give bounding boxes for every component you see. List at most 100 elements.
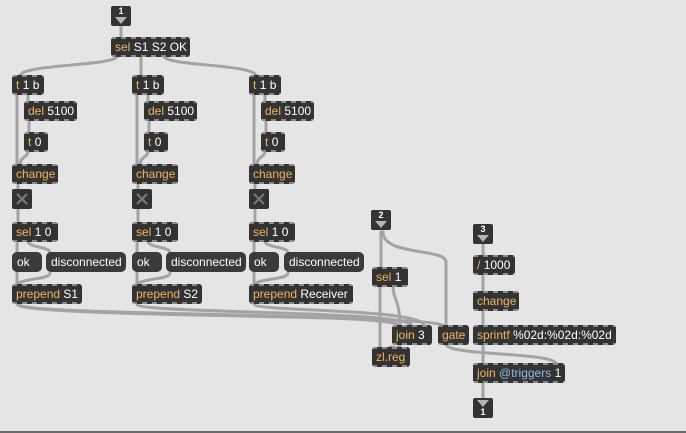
message-ok[interactable]: ok xyxy=(132,252,162,272)
object-class: sel xyxy=(253,225,269,239)
object-change[interactable]: change xyxy=(12,164,58,184)
object-t-0[interactable]: t 0 xyxy=(261,132,285,152)
object-sel-1-0[interactable]: sel 1 0 xyxy=(132,222,178,242)
object-del[interactable]: del 5100 xyxy=(144,101,197,121)
object-sel-1-0[interactable]: sel 1 0 xyxy=(12,222,58,242)
object-args: 5100 xyxy=(167,104,195,118)
object-args: S2 xyxy=(183,287,199,301)
object-del[interactable]: del 5100 xyxy=(24,101,77,121)
cord[interactable] xyxy=(135,271,172,287)
inlet-number: 3 xyxy=(480,224,486,234)
object-class: t xyxy=(16,78,20,92)
object-class: del xyxy=(28,104,45,118)
outlet-number: 1 xyxy=(480,407,486,417)
object-args: 1 xyxy=(394,270,402,284)
object-args: 1 b xyxy=(22,78,40,92)
inlet-number: 1 xyxy=(118,6,124,16)
object-sel-1-0[interactable]: sel 1 0 xyxy=(249,222,295,242)
inlet-3[interactable]: 3 xyxy=(473,224,493,244)
object-join-3[interactable]: join 3 xyxy=(392,325,432,345)
message-disconnected[interactable]: disconnected xyxy=(284,252,364,272)
cord[interactable] xyxy=(15,302,445,328)
object-attribute: @triggers xyxy=(499,366,552,380)
toggle-2[interactable] xyxy=(132,189,152,209)
cord[interactable] xyxy=(255,149,267,167)
object-class: sel xyxy=(115,40,131,54)
object-sprintf[interactable]: sprintf %02d:%02d:%02d xyxy=(473,325,616,345)
inlet-arrow-icon xyxy=(375,221,387,228)
object-t-0[interactable]: t 0 xyxy=(144,132,168,152)
object-args: %02d:%02d:%02d xyxy=(513,328,612,342)
cord[interactable] xyxy=(138,149,150,167)
object-class: gate xyxy=(442,328,466,342)
cord[interactable] xyxy=(162,54,258,78)
outlet-1[interactable]: 1 xyxy=(473,398,493,418)
object-args: 1 xyxy=(554,366,562,380)
object-t-1b[interactable]: t 1 b xyxy=(249,75,281,95)
object-class: sel xyxy=(16,225,32,239)
cord[interactable] xyxy=(18,54,119,78)
object-divide-1000[interactable]: / 1000 xyxy=(473,255,515,275)
message-disconnected[interactable]: disconnected xyxy=(46,252,126,272)
object-change[interactable]: change xyxy=(473,291,519,311)
object-change[interactable]: change xyxy=(132,164,178,184)
object-args: 0 xyxy=(271,135,279,149)
object-join-triggers[interactable]: join @triggers 1 xyxy=(473,363,565,383)
object-args: S1 S2 OK xyxy=(133,40,188,54)
cord[interactable] xyxy=(391,284,402,328)
object-args: 1 0 xyxy=(271,225,289,239)
object-args: 0 xyxy=(34,135,42,149)
object-class: sprintf xyxy=(477,328,510,342)
inlet-arrow-icon xyxy=(477,235,489,242)
object-t-0[interactable]: t 0 xyxy=(24,132,48,152)
object-sel-main[interactable]: sel S1 S2 OK xyxy=(111,37,190,57)
outlet-arrow-icon xyxy=(477,400,489,407)
object-class: join xyxy=(396,328,415,342)
object-del[interactable]: del 5100 xyxy=(261,101,314,121)
object-change[interactable]: change xyxy=(249,164,295,184)
object-prepend[interactable]: prepend Receiver xyxy=(249,284,353,304)
object-class: change xyxy=(253,167,293,181)
object-class: del xyxy=(148,104,165,118)
message-ok[interactable]: ok xyxy=(249,252,279,272)
object-t-1b[interactable]: t 1 b xyxy=(12,75,44,95)
object-args: Receiver xyxy=(300,287,348,301)
object-prepend[interactable]: prepend S1 xyxy=(12,284,82,304)
cord[interactable] xyxy=(26,239,52,255)
cord[interactable] xyxy=(444,342,558,366)
object-args: 1 b xyxy=(259,78,277,92)
object-sel-1[interactable]: sel 1 xyxy=(372,267,408,287)
cord[interactable] xyxy=(146,239,172,255)
message-disconnected[interactable]: disconnected xyxy=(166,252,246,272)
object-args: 1000 xyxy=(483,258,511,272)
toggle-1[interactable] xyxy=(12,189,32,209)
toggle-x-icon xyxy=(136,193,148,205)
object-class: sel xyxy=(136,225,152,239)
toggle-3[interactable] xyxy=(249,189,269,209)
inlet-1[interactable]: 1 xyxy=(111,6,131,26)
object-zl-reg[interactable]: zl.reg xyxy=(372,347,410,367)
object-class: join xyxy=(477,366,496,380)
object-args: 5100 xyxy=(284,104,312,118)
cord[interactable] xyxy=(18,149,30,167)
object-args: 1 b xyxy=(142,78,160,92)
object-prepend[interactable]: prepend S2 xyxy=(132,284,202,304)
cord[interactable] xyxy=(381,230,448,328)
object-t-1b[interactable]: t 1 b xyxy=(132,75,164,95)
object-gate[interactable]: gate xyxy=(438,325,469,345)
inlet-2[interactable]: 2 xyxy=(371,210,391,230)
object-class: prepend xyxy=(136,287,181,301)
object-class: prepend xyxy=(16,287,61,301)
window-bottom-edge xyxy=(0,431,686,433)
object-class: t xyxy=(136,78,140,92)
cord[interactable] xyxy=(252,271,290,287)
inlet-arrow-icon xyxy=(115,17,127,24)
message-ok[interactable]: ok xyxy=(12,252,42,272)
object-class: / xyxy=(477,258,481,272)
object-class: change xyxy=(16,167,56,181)
cord[interactable] xyxy=(15,271,52,287)
cord[interactable] xyxy=(263,239,290,255)
toggle-x-icon xyxy=(253,193,265,205)
